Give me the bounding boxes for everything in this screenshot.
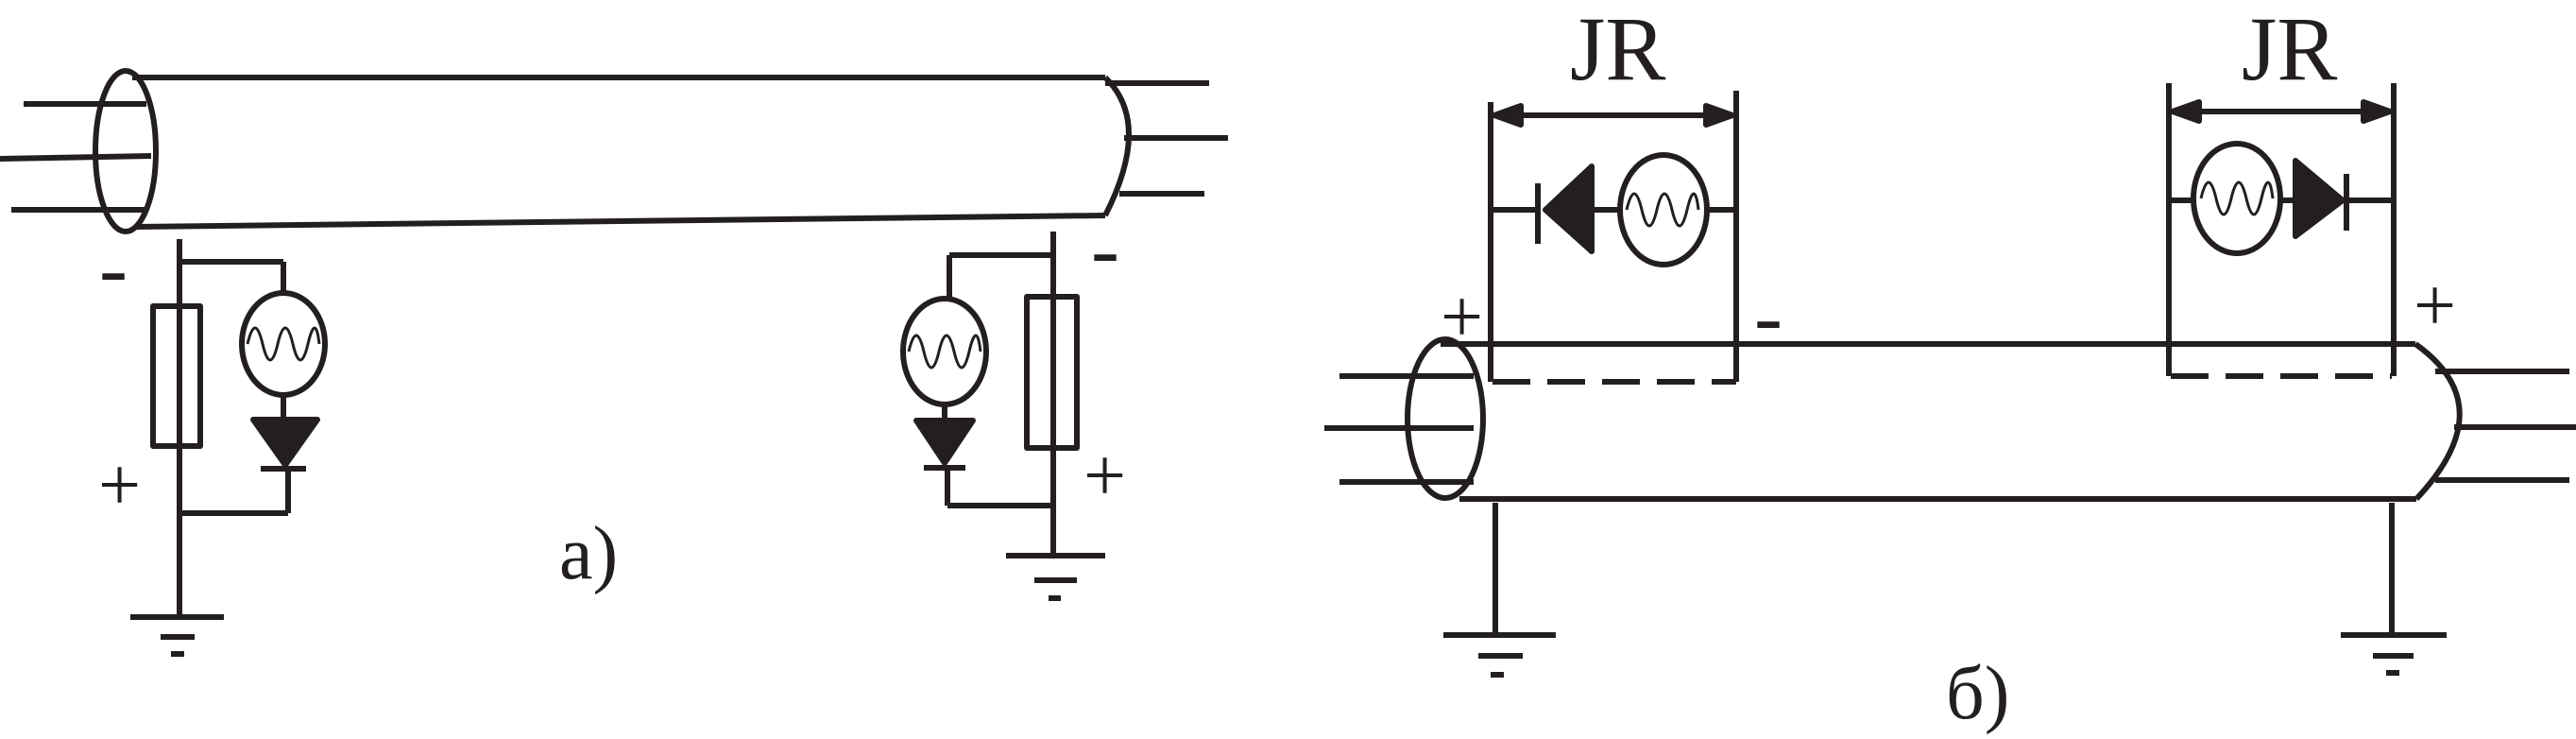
panel-b-right-plus-sign: +: [2414, 265, 2456, 348]
ground-icon: [1443, 632, 1556, 678]
dimension-arrow-icon: [2170, 99, 2202, 124]
right-protection-circuit-a: [900, 232, 1105, 601]
cable-b: [1324, 336, 2576, 502]
cable-a-right-end-icon: [1102, 75, 1132, 217]
dimension-arrow-icon: [1492, 103, 1524, 128]
ac-wave-icon: [2199, 180, 2275, 216]
ground-icon: [1006, 553, 1105, 601]
ground-icon: [130, 614, 224, 657]
ac-source-icon: [1617, 152, 1710, 267]
panel-a: [0, 68, 1228, 657]
resistor-icon: [1024, 294, 1080, 451]
panel-b-caption: б): [1946, 652, 2009, 735]
right-jr-label: JR: [2242, 0, 2337, 99]
cable-b-right-end-icon: [2414, 341, 2463, 502]
right-source-bottom-sign: +: [1083, 435, 1126, 518]
dimension-arrow-icon: [2361, 99, 2393, 124]
ground-left-b: [1443, 503, 1556, 678]
ac-source-icon: [900, 296, 989, 407]
cable-a: [0, 68, 1228, 234]
right-joint-b: [2166, 83, 2397, 379]
diode-icon: [1535, 163, 1595, 254]
ac-source-icon: [2191, 141, 2283, 256]
ac-wave-icon: [907, 334, 982, 370]
diode-icon: [913, 418, 976, 471]
panel-a-caption: a): [559, 512, 618, 595]
ac-source-icon: [239, 290, 328, 398]
cable-a-left-end-icon: [93, 68, 159, 234]
panel-b: [1324, 83, 2576, 678]
left-source-bottom-sign: +: [98, 444, 141, 527]
ac-wave-icon: [1625, 192, 1700, 228]
left-joint-b: [1488, 91, 1739, 385]
left-protection-circuit-a: [130, 239, 328, 657]
left-jr-label: JR: [1570, 0, 1665, 99]
ground-icon: [2341, 632, 2447, 676]
dimension-arrow-icon: [1703, 103, 1735, 128]
ground-right-b: [2341, 503, 2447, 676]
left-source-top-sign: -: [99, 222, 128, 316]
panel-b-left-plus-sign: +: [1441, 276, 1483, 359]
diode-icon: [2293, 158, 2349, 239]
panel-b-middle-minus-sign: -: [1754, 270, 1783, 364]
ac-wave-icon: [246, 326, 321, 362]
diode-icon: [250, 417, 320, 472]
resistor-icon: [150, 303, 203, 449]
cable-b-left-end-icon: [1405, 336, 1486, 501]
right-source-top-sign: -: [1091, 203, 1119, 297]
